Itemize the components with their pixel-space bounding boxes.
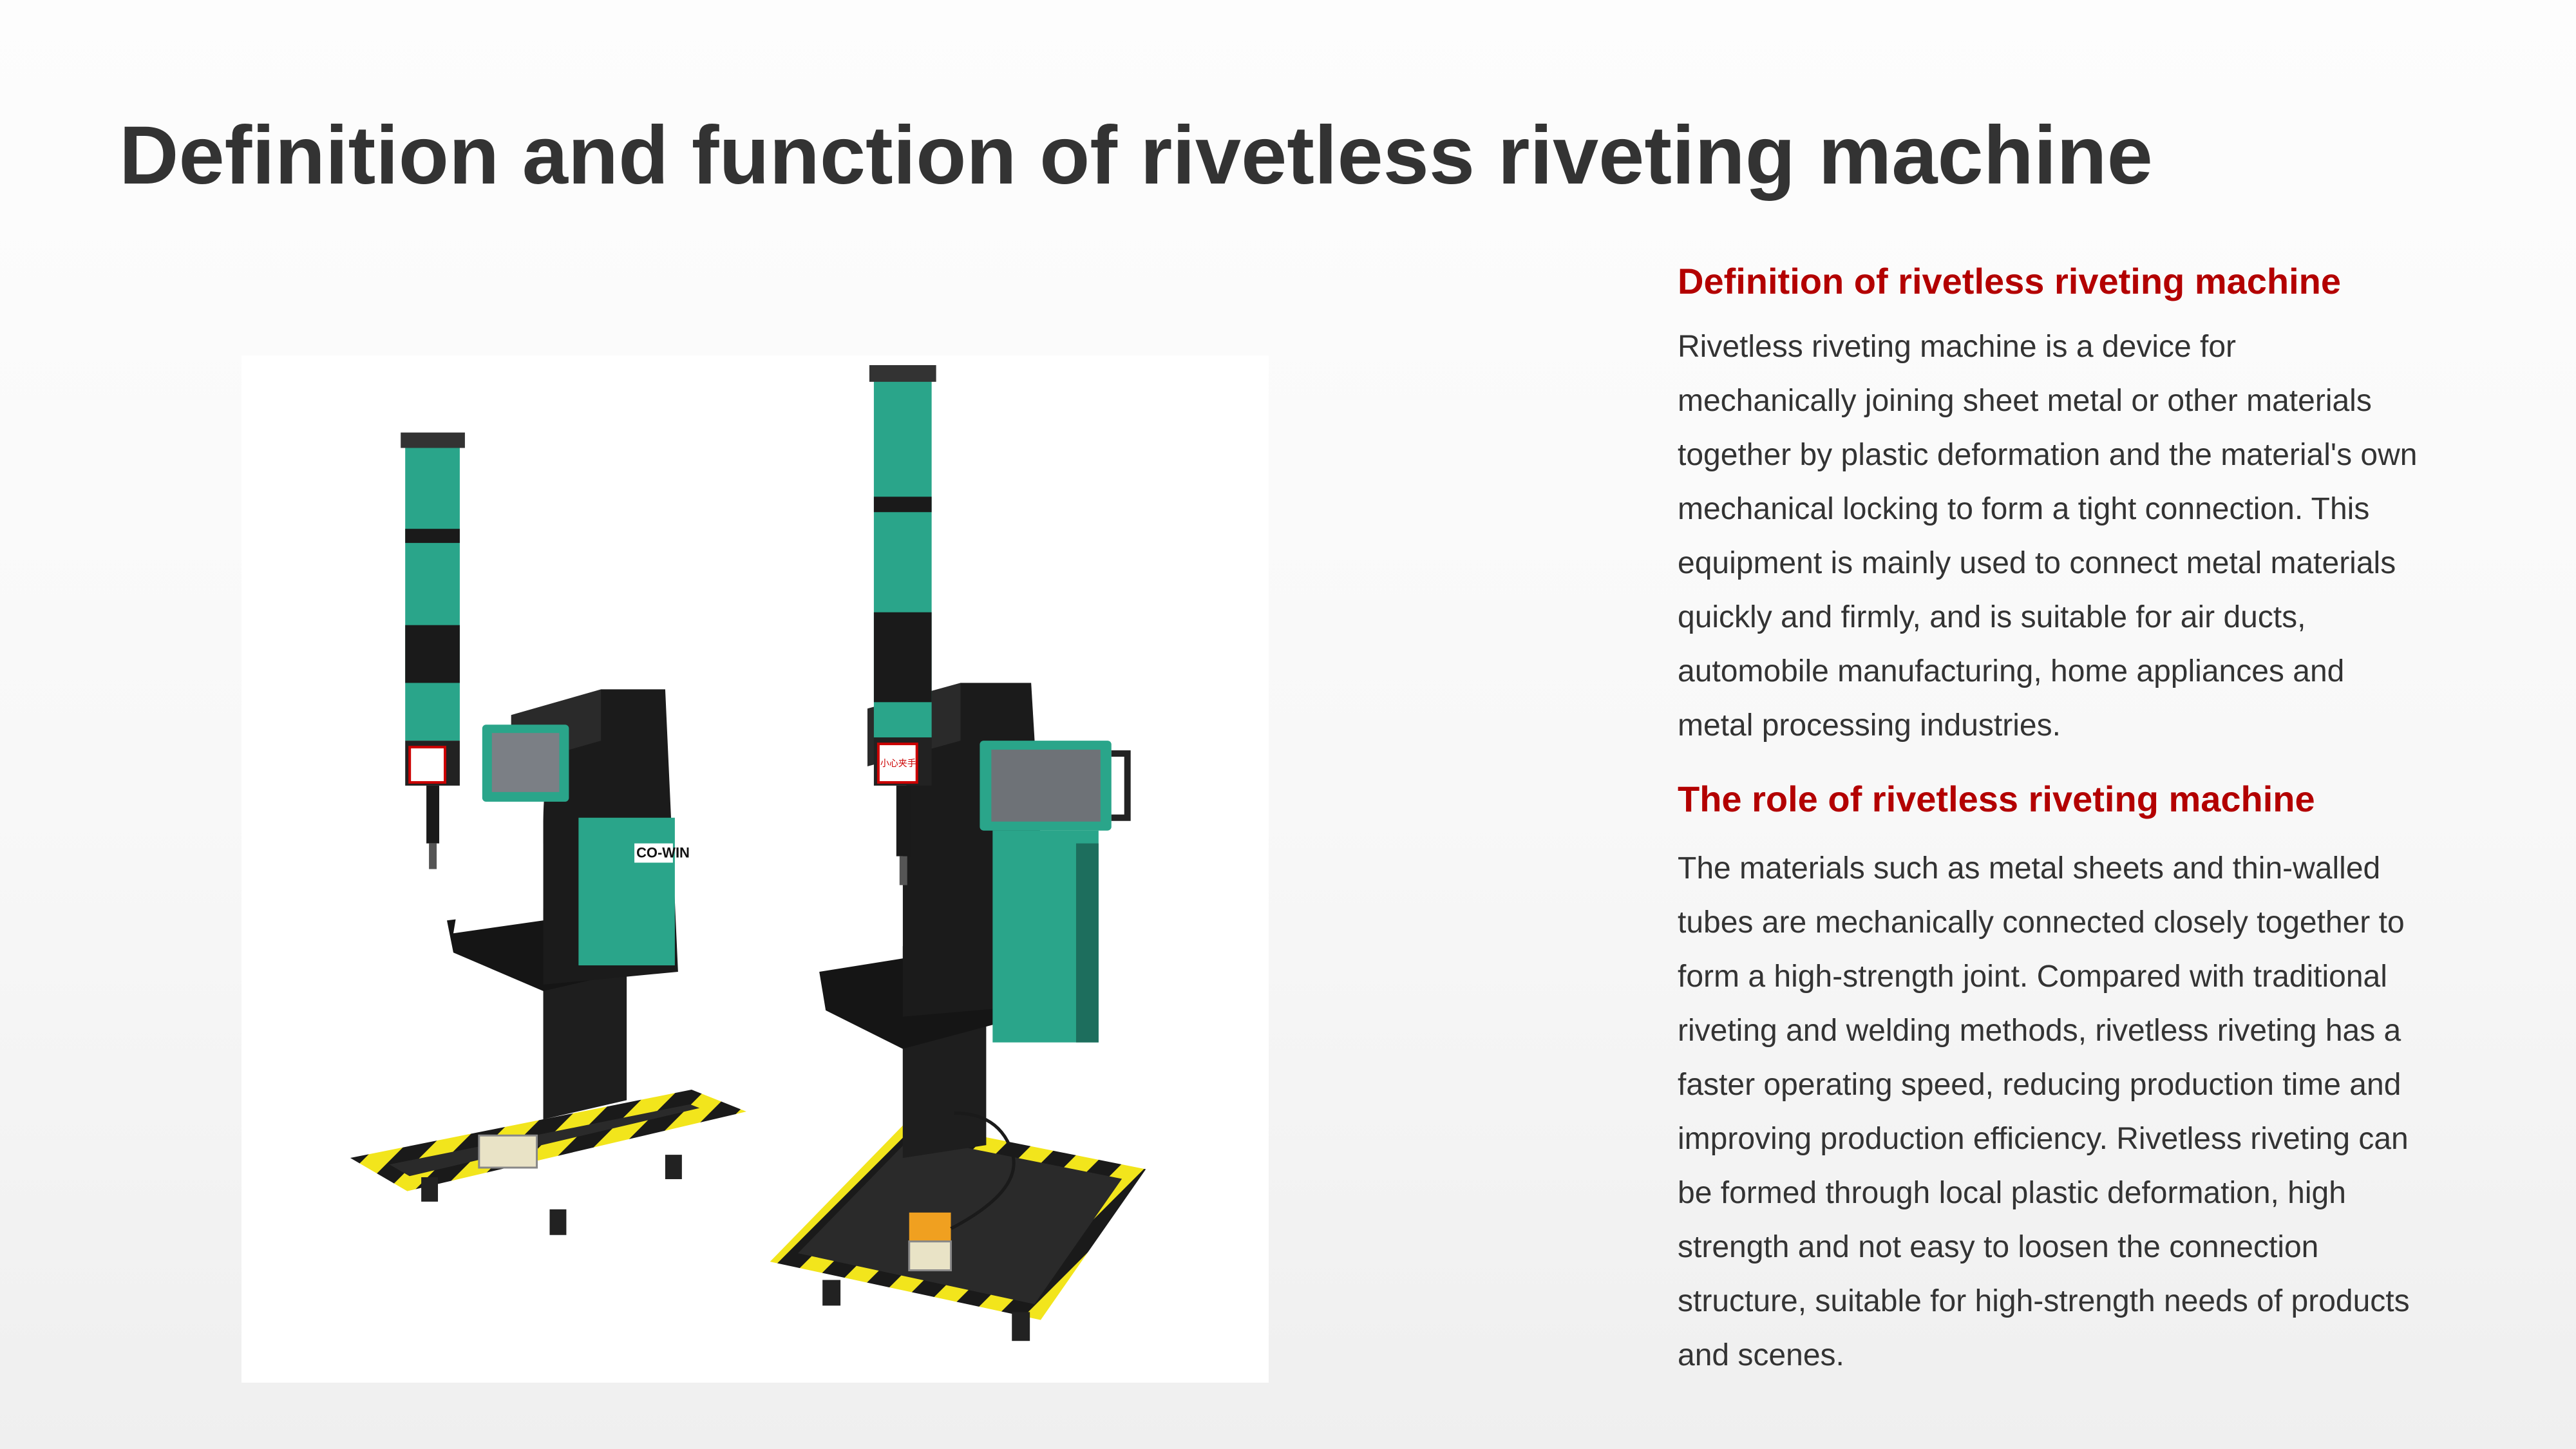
role-heading: The role of rivetless riveting machine — [1678, 779, 2315, 819]
role-paragraph: The materials such as metal sheets and t… — [1678, 842, 2470, 1383]
role-line: The materials such as metal sheets and t… — [1678, 851, 2381, 886]
riveting-machines-illustration: CO-WIN — [350, 365, 1146, 1341]
role-line: improving production efficiency. Rivetle… — [1678, 1122, 2409, 1156]
role-line: be formed through local plastic deformat… — [1678, 1176, 2346, 1210]
definition-line: mechanically joining sheet metal or othe… — [1678, 384, 2372, 418]
role-line: form a high-strength joint. Compared wit… — [1678, 960, 2387, 994]
role-line: faster operating speed, reducing product… — [1678, 1068, 2401, 1102]
text-column: Definition of rivetless riveting machine… — [1678, 254, 2470, 1383]
definition-heading: Definition of rivetless riveting machine — [1678, 261, 2342, 301]
definition-line: mechanical locking to form a tight conne… — [1678, 492, 2370, 526]
definition-line: together by plastic deformation and the … — [1678, 438, 2418, 472]
definition-line: equipment is mainly used to connect meta… — [1678, 546, 2396, 580]
left-base-plate — [370, 1097, 723, 1184]
warning-label: 小心夹手 — [880, 758, 916, 768]
definition-line: Rivetless riveting machine is a device f… — [1678, 330, 2237, 364]
definition-line: quickly and firmly, and is suitable for … — [1678, 600, 2306, 634]
page-title: Definition and function of rivetless riv… — [119, 109, 2153, 202]
definition-line: metal processing industries. — [1678, 708, 2061, 743]
role-line: and scenes. — [1678, 1338, 1844, 1372]
left-control-box — [578, 817, 675, 966]
definition-line: automobile manufacturing, home appliance… — [1678, 654, 2345, 688]
left-riveting-machine: CO-WIN — [350, 432, 747, 1235]
role-line: riveting and welding methods, rivetless … — [1678, 1014, 2401, 1048]
role-line: tubes are mechanically connected closely… — [1678, 905, 2405, 940]
brand-label: CO-WIN — [636, 845, 690, 861]
definition-paragraph: Rivetless riveting machine is a device f… — [1678, 320, 2470, 753]
role-line: strength and not easy to loosen the conn… — [1678, 1230, 2319, 1264]
machine-photo: CO-WIN — [242, 355, 1269, 1383]
right-riveting-machine: 小心夹手 — [770, 365, 1146, 1341]
left-cylinder — [405, 445, 460, 741]
role-line: structure, suitable for high-strength ne… — [1678, 1284, 2410, 1318]
